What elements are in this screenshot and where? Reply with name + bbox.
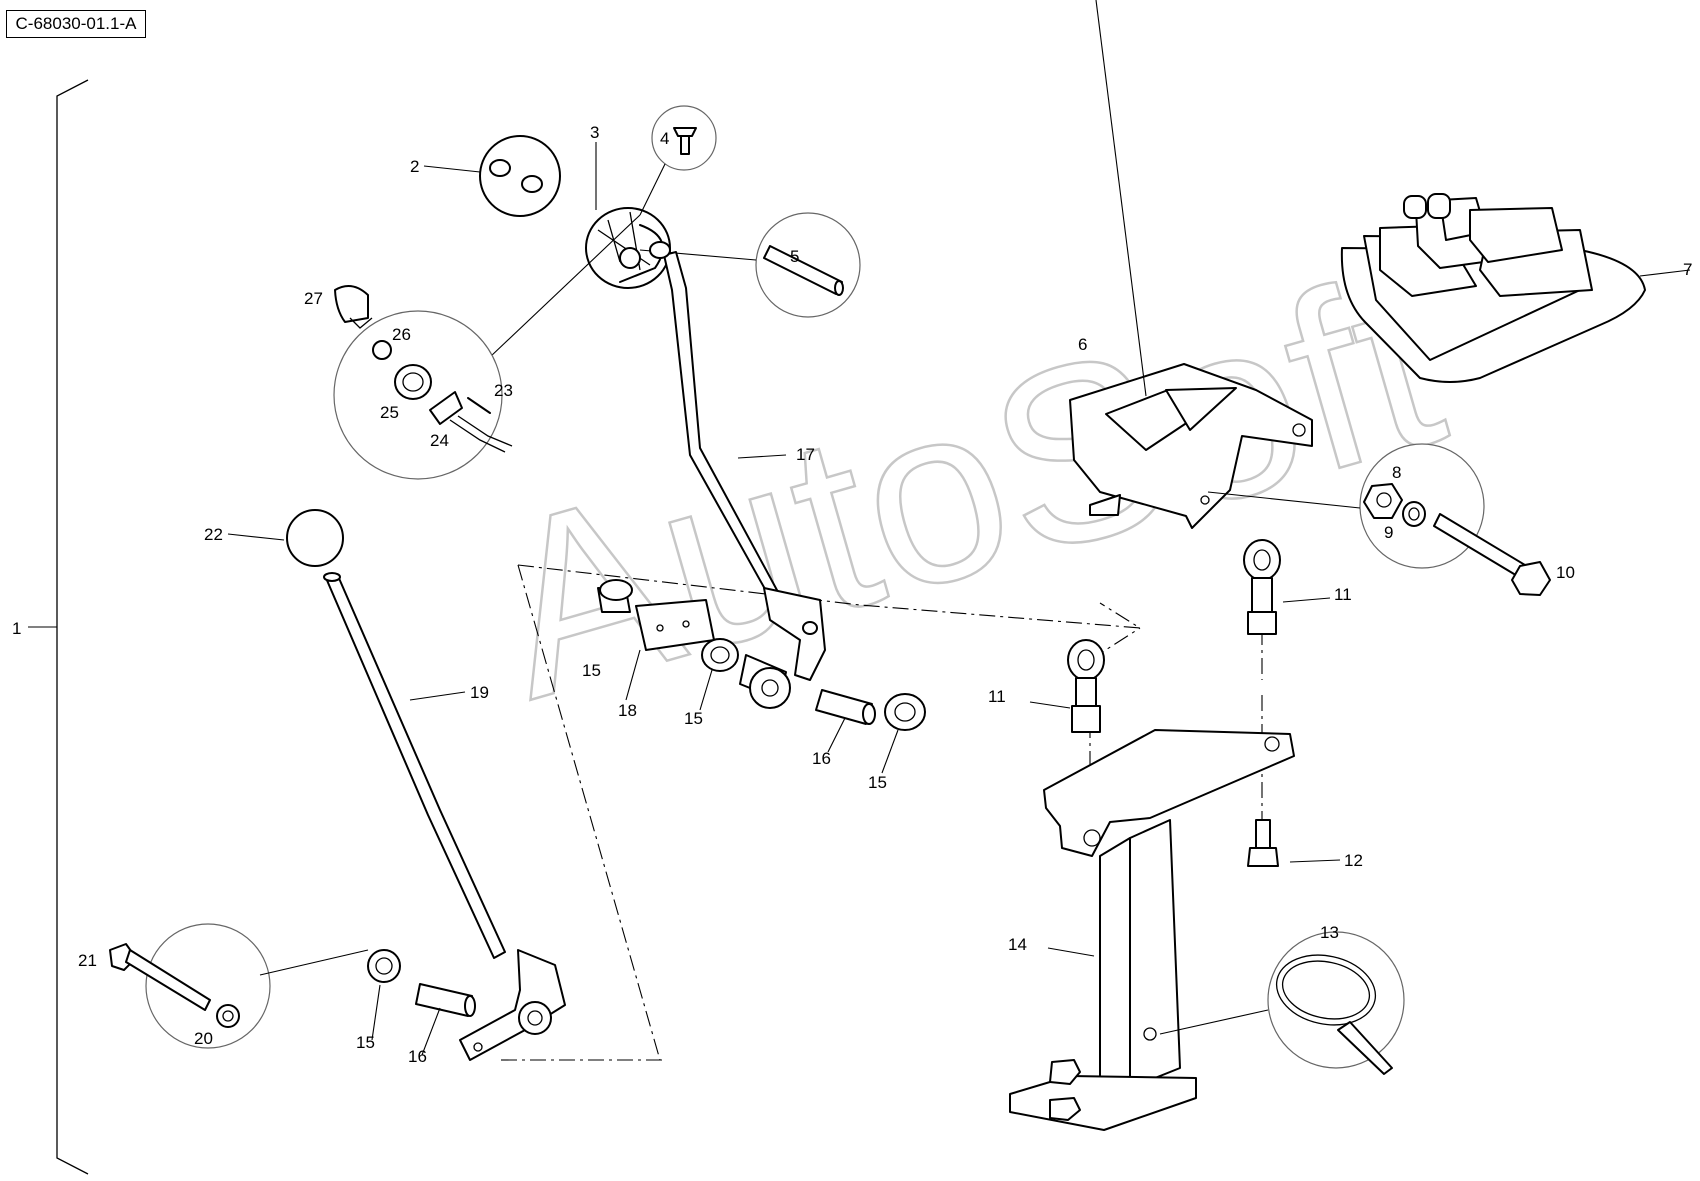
pin-detail xyxy=(755,212,861,318)
callout-15-a: 15 xyxy=(582,661,601,680)
short-bolt-part xyxy=(1247,819,1279,867)
reference-code: C-68030-01.1-A xyxy=(6,10,146,38)
callout-15-b: 15 xyxy=(684,709,703,728)
callout-10: 10 xyxy=(1556,563,1575,582)
callout-6: 6 xyxy=(1078,335,1087,354)
callout-4: 4 xyxy=(660,129,669,148)
callout-14: 14 xyxy=(1008,935,1027,954)
callout-27: 27 xyxy=(304,289,323,308)
callout-21: 21 xyxy=(78,951,97,970)
long-bolt-part xyxy=(1433,513,1551,596)
callout-16-a: 16 xyxy=(812,749,831,768)
callout-15-d: 15 xyxy=(356,1033,375,1052)
callout-7: 7 xyxy=(1683,260,1692,279)
callout-19: 19 xyxy=(470,683,489,702)
watermark: AutoSoft xyxy=(468,218,1467,751)
rod-end-part xyxy=(1243,539,1281,635)
callout-26: 26 xyxy=(392,325,411,344)
callout-3: 3 xyxy=(590,123,599,142)
callout-5: 5 xyxy=(790,247,799,266)
lever-rod-part xyxy=(323,572,566,1061)
cable-tie-detail xyxy=(1267,931,1405,1075)
spacer-tube-part-2 xyxy=(415,983,476,1017)
callout-15-c: 15 xyxy=(868,773,887,792)
bolt-detail xyxy=(109,923,271,1049)
shift-lever-part xyxy=(649,241,826,709)
screw-detail xyxy=(651,105,717,171)
assembly-bracket xyxy=(56,79,89,1175)
bushing-part-2 xyxy=(701,638,739,672)
callout-2: 2 xyxy=(410,157,419,176)
callout-20: 20 xyxy=(194,1029,213,1048)
callout-22: 22 xyxy=(204,525,223,544)
callout-1: 1 xyxy=(12,619,21,638)
switch-detail xyxy=(333,285,513,480)
rubber-boot-part xyxy=(1340,193,1646,383)
bushing-part xyxy=(597,579,633,613)
callout-labels: 1 2 3 4 5 6 7 8 9 10 11 11 12 13 14 15 1… xyxy=(12,123,1692,1066)
callout-11-a: 11 xyxy=(1334,585,1352,604)
callout-9: 9 xyxy=(1384,523,1393,542)
callout-16-b: 16 xyxy=(408,1047,427,1066)
plate-part xyxy=(635,599,715,651)
callout-17: 17 xyxy=(796,445,815,464)
callout-25: 25 xyxy=(380,403,399,422)
callout-12: 12 xyxy=(1344,851,1363,870)
callout-24: 24 xyxy=(430,431,449,450)
rod-end-part-2 xyxy=(1067,639,1105,733)
callout-23: 23 xyxy=(494,381,513,400)
cap-disc-part xyxy=(479,135,561,217)
nut-washer-detail xyxy=(1359,443,1485,569)
callout-18: 18 xyxy=(618,701,637,720)
bushing-part-3 xyxy=(884,693,926,731)
callout-11-b: 11 xyxy=(988,687,1006,706)
callout-13: 13 xyxy=(1320,923,1339,942)
spacer-tube-part xyxy=(815,689,876,725)
callout-8: 8 xyxy=(1392,463,1401,482)
gate-plate-part xyxy=(1069,363,1313,529)
knob-ball-part xyxy=(286,509,344,567)
stand-bracket-part xyxy=(1009,729,1295,1131)
bushing-part-4 xyxy=(367,949,401,983)
